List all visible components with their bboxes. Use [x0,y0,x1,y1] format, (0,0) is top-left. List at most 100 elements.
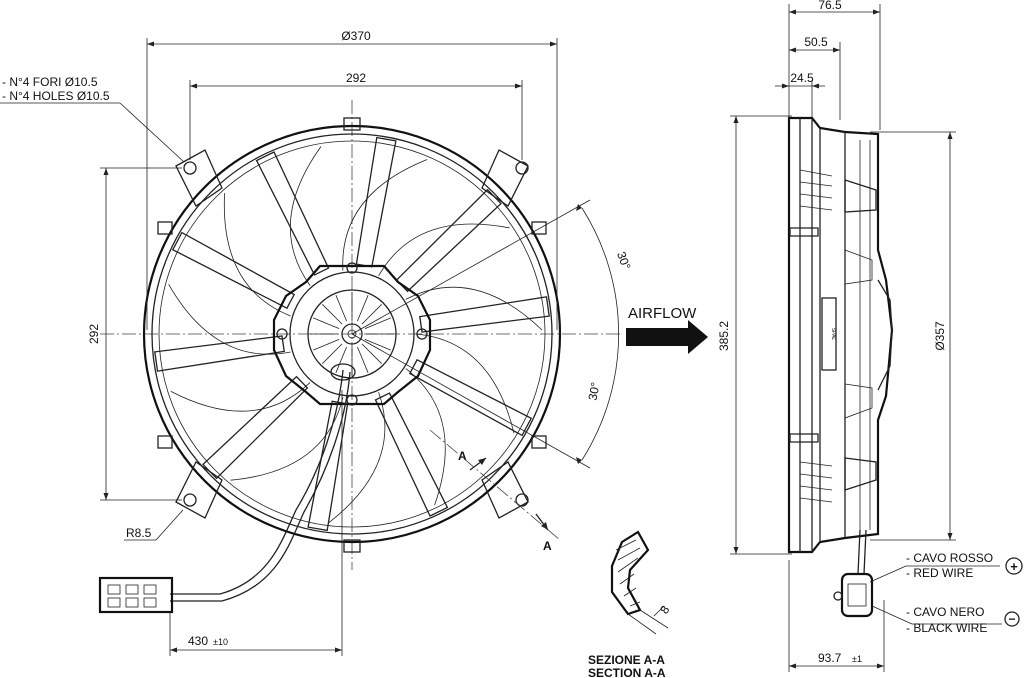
connector-plug [98,576,174,614]
radius-label: R8.5 [126,526,152,540]
negative-symbol: − [1008,612,1015,626]
support-spoke [355,136,397,268]
front-view: Ø370 292 292 - N°4 FORI Ø10.5 - N°4 HOLE… [0,29,634,656]
diameter-label: Ø370 [341,29,371,43]
hub-rib [361,304,382,325]
red-wire-label-italian: - CAVO ROSSO [906,551,993,565]
holes-note-italian: - N°4 FORI Ø10.5 [2,75,98,89]
mounting-hole-top-left [183,161,197,175]
outer-shroud-ring [142,124,562,544]
fan-blade-edge [223,193,291,317]
section-title-italian: SEZIONE A-A [588,653,665,667]
support-spoke [307,400,349,532]
holes-callout: - N°4 FORI Ø10.5 - N°4 HOLES Ø10.5 [0,75,185,163]
section-marker-bottom: A [543,539,552,553]
depth-bottom-tolerance: ±1 [852,654,862,664]
dim-hole-spacing-horizontal: 292 [189,71,523,160]
side-body-outline [787,116,894,554]
support-spoke [408,358,533,437]
cable-grommet [330,363,356,381]
airflow-indicator: AIRFLOW [626,305,708,354]
fan-blade-edge [405,368,446,506]
section-title-english: SECTION A-A [588,666,666,678]
depth-mid-label: 50.5 [804,35,828,49]
side-connector [840,572,874,618]
hub-rib [322,343,343,364]
hub-rib [322,304,343,325]
positive-symbol: + [1010,559,1018,574]
hub-rib [357,295,369,322]
wire-callouts: - CAVO ROSSO - RED WIRE + - CAVO NERO - … [869,551,1023,635]
red-wire-label-english: - RED WIRE [906,566,973,580]
depth-small-label: 24.5 [790,71,814,85]
dim-hole-spacing-vertical: 292 [87,167,182,501]
negative-symbol-circle [1004,611,1020,627]
black-wire-label-english: - BLACK WIRE [906,621,987,635]
section-thickness-label: 8 [657,603,672,617]
mounting-hole-bottom-left [183,493,197,507]
support-spoke [202,375,309,480]
angle-top-label: 30° [614,250,633,272]
fan-blade-edge [230,397,344,481]
side-view: 76.5 50.5 24.5 385.2 Ø357 [717,0,956,672]
section-marker-top: A [458,449,467,463]
cable-tolerance: ±10 [213,637,228,647]
fan-blade-edge [168,284,291,355]
radius-callout: R8.5 [124,509,184,541]
inner-shroud-ring [151,133,553,535]
mounting-ear-bottom-left [175,461,223,519]
angle-dimension: 30° 30° [351,199,634,469]
cable-length-label: 430 [188,634,208,648]
fan-blade-edge [342,159,428,271]
fan-sweep-circle [158,140,546,528]
section-markers: A A [429,429,561,553]
hub-rib [361,343,382,364]
hub-rib [364,317,391,329]
mounting-ear-bottom-right [481,461,529,519]
hub-rib [364,339,391,351]
mounting-ear-top-left [175,149,223,207]
angle-bottom-label: 30° [586,381,603,402]
fan-blade-edge [289,146,322,286]
mounting-ear-top-right [481,149,529,207]
airflow-label: AIRFLOW [628,305,697,322]
hub-rib [313,339,340,351]
label-plate-text: SPAL [830,328,836,341]
fan-blade-edge [170,382,311,412]
support-spoke [374,392,449,517]
holes-note-english: - N°4 HOLES Ø10.5 [2,89,110,103]
height-label: 385.2 [717,321,731,351]
hub-rib [335,346,347,373]
mounting-hole-top-right [515,161,529,175]
airflow-arrow [626,320,708,354]
hub-rib [357,346,369,373]
fan-blade-edge [405,286,543,331]
support-spoke [419,296,550,333]
fan-blade-edge [415,333,515,434]
positive-symbol-circle [1005,557,1023,575]
fan-blades [168,146,543,523]
support-spoke [255,151,330,276]
label-plate [821,297,837,371]
hole-spacing-v-label: 292 [87,324,101,344]
fan-blade-edge [378,223,510,276]
mounting-ears [175,149,529,519]
hub-rib [313,317,340,329]
fan-blade-edge [328,392,386,523]
support-spoke [395,188,502,293]
depth-total-label: 76.5 [818,0,842,12]
shroud-diameter-label: Ø357 [933,321,947,351]
hub-rib [335,295,347,322]
depth-bottom-label: 93.7 [818,651,842,665]
black-wire-label-italian: - CAVO NERO [906,605,984,619]
shroud-clips [157,117,547,553]
power-cable [98,363,356,614]
hole-spacing-h-label: 292 [346,71,366,85]
support-spoke [171,231,296,310]
mounting-hole-bottom-right [515,493,529,507]
support-spoke [154,335,285,372]
section-a-a: 8 SEZIONE A-A SECTION A-A [588,530,673,678]
dim-diameter-370: Ø370 [146,29,558,330]
dim-cable-length: 430 ±10 [169,390,343,656]
